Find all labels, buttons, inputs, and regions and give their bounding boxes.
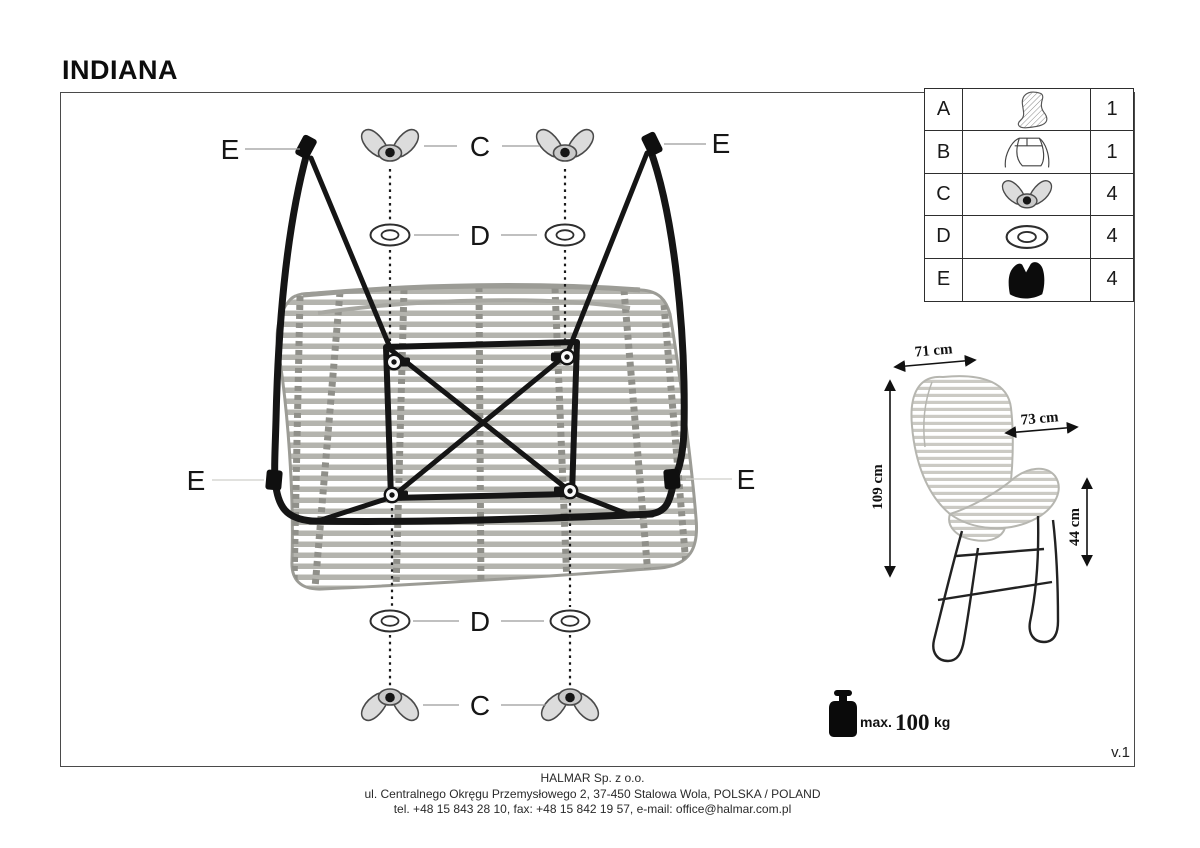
wing-nut-icon [963, 173, 1091, 217]
max-load-prefix: max. [860, 714, 892, 730]
part-letter-a: A [925, 89, 963, 132]
max-load-unit: kg [934, 714, 950, 730]
dimension-arrows [884, 354, 1093, 578]
label-e-top-left: E [221, 134, 240, 165]
part-labels: E C E D E E D C [187, 128, 756, 721]
part-letter-c: C [925, 173, 963, 217]
dimension-seat-height: 44 cm [1067, 508, 1083, 546]
max-load-value: 100 [895, 710, 930, 735]
washer-icon [963, 216, 1091, 259]
alignment-dotted-lines [388, 169, 572, 688]
parts-table: A 1 B 1 C 4 D 4 E 4 [924, 88, 1134, 302]
dimension-figure: 71 cm 109 cm 73 cm 44 cm [870, 341, 1093, 663]
max-load: max. 100 kg [829, 690, 950, 737]
page-title: INDIANA [62, 55, 178, 85]
chair-shell [275, 283, 699, 591]
part-letter-b: B [925, 131, 963, 174]
label-e-mid-left: E [187, 465, 206, 496]
dimension-width: 71 cm [914, 341, 954, 360]
frame-bolts [383, 348, 579, 504]
footer-contact: tel. +48 15 843 28 10, fax: +48 15 842 1… [393, 802, 792, 816]
part-qty-e: 4 [1106, 268, 1118, 291]
footer-company: HALMAR Sp. z o.o. [540, 771, 645, 785]
label-e-mid-right: E [737, 464, 756, 495]
footer-address: ul. Centralnego Okręgu Przemysłowego 2, … [364, 786, 821, 801]
part-letter-e: E [925, 258, 963, 301]
label-e-top-right: E [712, 128, 731, 159]
part-letter-d: D [925, 216, 963, 259]
label-d-top: D [470, 220, 490, 251]
clamp-icon [963, 258, 1091, 301]
weight-icon [829, 690, 857, 737]
part-qty-a: 1 [1091, 89, 1133, 132]
footer: HALMAR Sp. z o.o. ul. Centralnego Okręgu… [0, 771, 1185, 818]
metal-base-frame [271, 145, 688, 525]
label-leader-lines [212, 143, 732, 706]
base-frame-icon [963, 131, 1091, 174]
part-qty-d: 4 [1091, 216, 1133, 259]
dimension-depth: 73 cm [1020, 409, 1060, 428]
clamp-parts-e [265, 131, 681, 491]
sheet-border [60, 92, 1135, 767]
label-c-top: C [470, 131, 490, 162]
dimension-height: 109 cm [870, 464, 886, 510]
chair-shell-icon [963, 89, 1091, 132]
version-label: v.1 [1111, 744, 1130, 761]
label-d-bottom: D [470, 606, 490, 637]
label-c-bottom: C [470, 690, 490, 721]
part-qty-c: 4 [1091, 174, 1133, 217]
part-qty-b: 1 [1091, 131, 1133, 174]
